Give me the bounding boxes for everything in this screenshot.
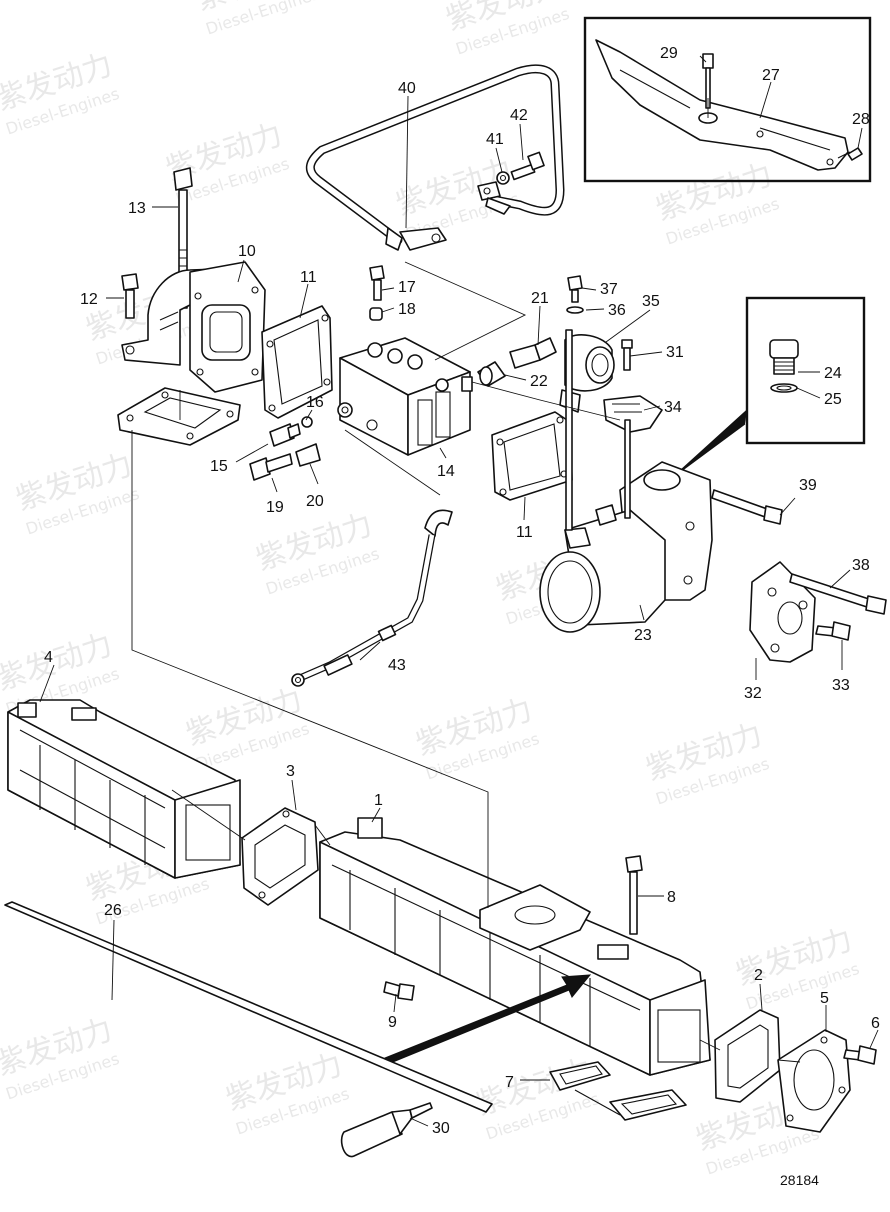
- part-11-gasket-right: [491, 411, 573, 501]
- callout-15: 15: [210, 458, 228, 475]
- callout-39: 39: [799, 477, 817, 494]
- part-4-manifold-section: [7, 699, 241, 879]
- detail-inset-plug: [671, 296, 866, 479]
- part-40-tube: [305, 64, 565, 251]
- callout-32: 32: [744, 685, 762, 702]
- callout-5: 5: [820, 990, 829, 1007]
- part-14-valve-block: [337, 337, 473, 456]
- part-6-bolt: [843, 1045, 877, 1065]
- callout-22: 22: [530, 373, 548, 390]
- callout-2: 2: [754, 967, 763, 984]
- callout-10: 10: [238, 243, 256, 260]
- callout-13: 13: [128, 200, 146, 217]
- part-35-actuator: [559, 275, 615, 413]
- parts-31-34-bolt-sensor: [603, 339, 663, 433]
- part-11-gasket-left: [261, 305, 333, 419]
- part-30-sealant-tube: [340, 1102, 433, 1158]
- callout-labels: 1 2 3 4 5 6 7 8 9 10 11 11 12 13 14 15 1…: [44, 45, 880, 1137]
- part-12-bolt: [121, 273, 139, 319]
- callout-31: 31: [666, 344, 684, 361]
- callout-25: 25: [824, 391, 842, 408]
- part-9-bolt: [383, 981, 415, 1001]
- assembly-guide-lines: [131, 98, 801, 1063]
- part-5-cover-plate: [777, 1029, 851, 1133]
- part-1-main-manifold: [319, 817, 711, 1076]
- gasket-flange-lower: [117, 387, 241, 446]
- callout-7: 7: [505, 1074, 514, 1091]
- callout-30: 30: [432, 1120, 450, 1137]
- callout-16: 16: [306, 394, 324, 411]
- callout-34: 34: [664, 399, 682, 416]
- callout-20: 20: [306, 493, 324, 510]
- parts-33-38-bolts: [789, 573, 887, 641]
- callout-43: 43: [388, 657, 406, 674]
- callout-6: 6: [871, 1015, 880, 1032]
- part-10-elbow-housing: [121, 261, 266, 393]
- part-26-sealing-strip: [4, 901, 493, 1113]
- part-3-gasket: [241, 807, 319, 906]
- parts-41-42-washer-bolt: [496, 151, 545, 185]
- callout-38: 38: [852, 557, 870, 574]
- part-43-hose: [291, 509, 453, 687]
- part-23-throttle-housing: [539, 329, 713, 633]
- callout-11-right: 11: [516, 524, 533, 541]
- callout-leaders: [39, 55, 879, 1127]
- parts-15-16-19-20-fittings: [249, 416, 321, 481]
- callout-42: 42: [510, 107, 528, 124]
- direction-arrow: [384, 974, 592, 1065]
- callout-18: 18: [398, 301, 416, 318]
- drawing-number: 28184: [780, 1172, 819, 1188]
- callout-17: 17: [398, 279, 416, 296]
- part-2-gasket: [714, 1009, 781, 1103]
- callout-40: 40: [398, 80, 416, 97]
- callout-28: 28: [852, 111, 870, 128]
- callout-23: 23: [634, 627, 652, 644]
- callout-35: 35: [642, 293, 660, 310]
- callout-33: 33: [832, 677, 850, 694]
- callout-27: 27: [762, 67, 780, 84]
- part-8-bolt: [625, 855, 643, 935]
- callout-29: 29: [660, 45, 678, 62]
- callout-1: 1: [374, 792, 383, 809]
- part-32-adapter-plate: [749, 561, 816, 663]
- part-7-gaskets: [549, 1061, 687, 1121]
- callout-36: 36: [608, 302, 626, 319]
- callout-14: 14: [437, 463, 455, 480]
- callout-9: 9: [388, 1014, 397, 1031]
- part-39-bolt: [711, 489, 783, 525]
- callout-24: 24: [824, 365, 842, 382]
- callout-12: 12: [80, 291, 98, 308]
- callout-4: 4: [44, 649, 53, 666]
- callout-41: 41: [486, 131, 504, 148]
- callout-3: 3: [286, 763, 295, 780]
- callout-19: 19: [266, 499, 284, 516]
- parts-17-18-bolt-seal: [369, 265, 385, 321]
- callout-21: 21: [531, 290, 549, 307]
- parts-21-22-connector: [477, 337, 557, 387]
- callout-26: 26: [104, 902, 122, 919]
- callout-37: 37: [600, 281, 618, 298]
- callout-11-left: 11: [300, 269, 317, 286]
- callout-8: 8: [667, 889, 676, 906]
- detail-inset-bracket: [583, 16, 872, 183]
